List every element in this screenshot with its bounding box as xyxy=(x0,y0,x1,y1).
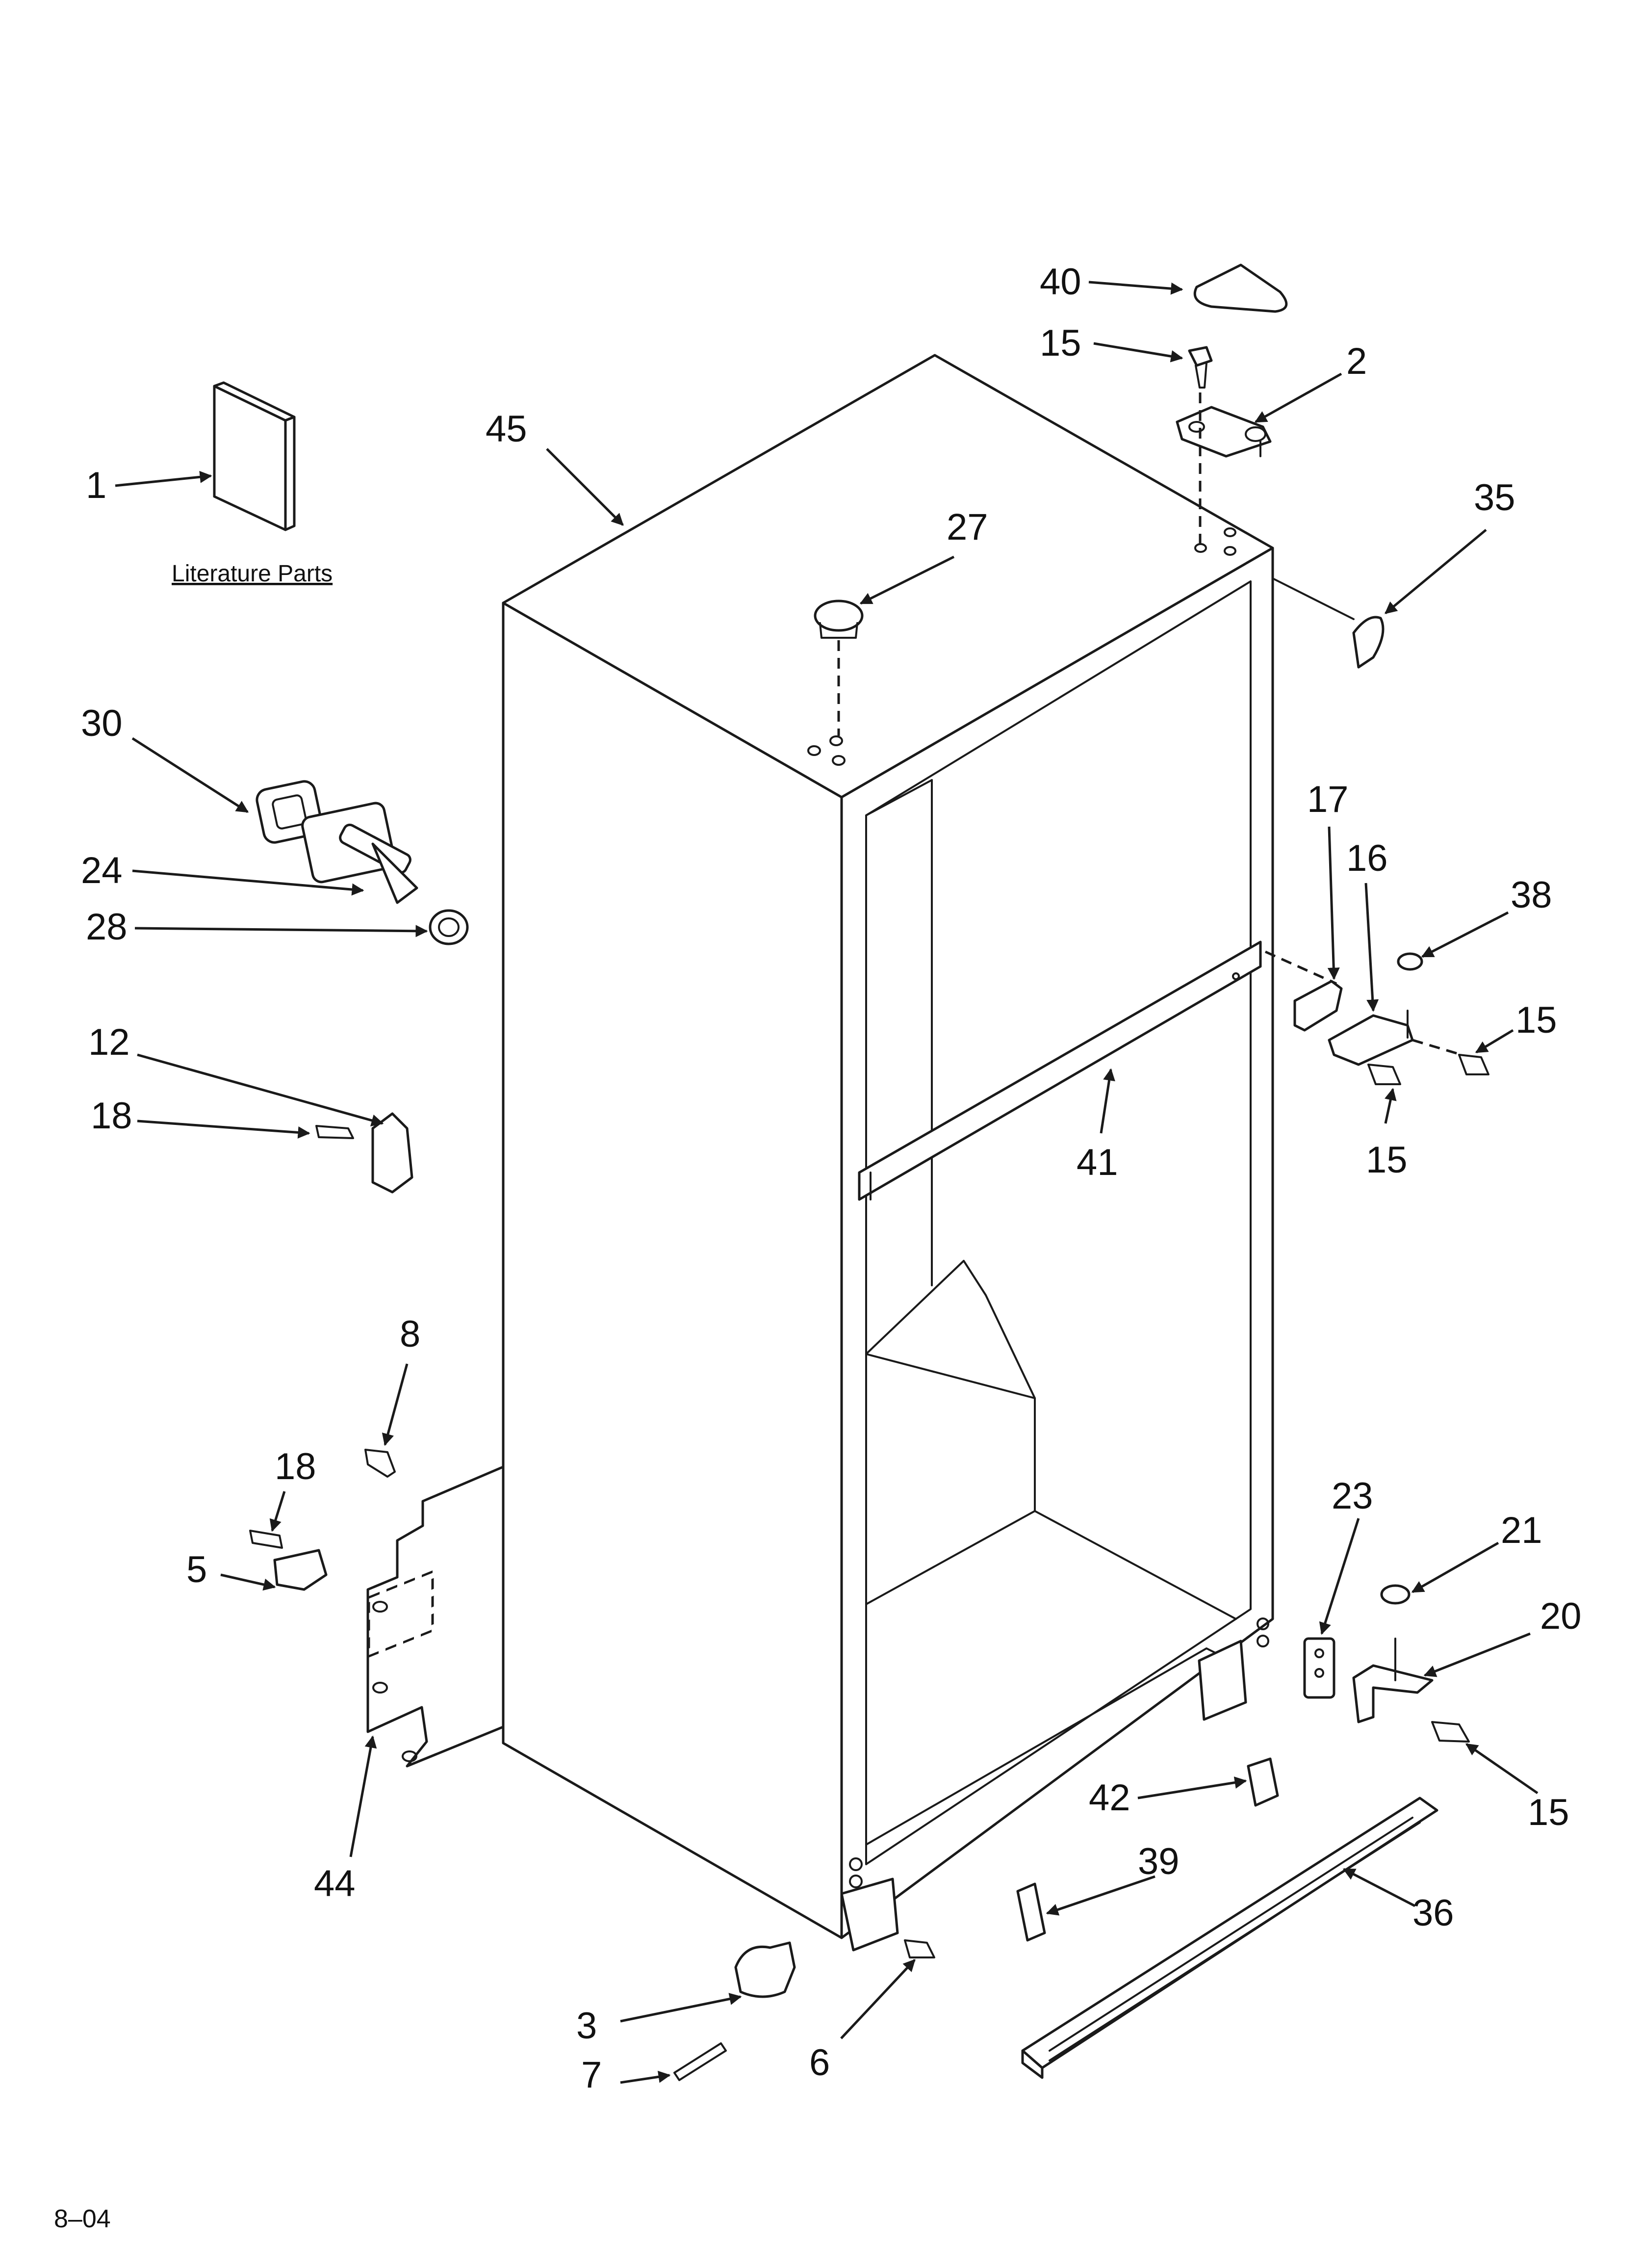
callout-38: 38 xyxy=(1511,874,1552,916)
callout-35: 35 xyxy=(1474,477,1515,519)
callout-6: 6 xyxy=(809,2042,830,2084)
callout-45: 45 xyxy=(486,408,527,450)
callout-44: 44 xyxy=(314,1863,356,1904)
screw-18-lower xyxy=(249,1530,283,1549)
plug-button-27 xyxy=(814,600,864,639)
leader-lines xyxy=(115,281,1539,2084)
callout-36: 36 xyxy=(1412,1892,1454,1934)
center-rail xyxy=(858,940,1262,1201)
callout-21: 21 xyxy=(1501,1510,1542,1551)
callout-15-bottom: 15 xyxy=(1528,1792,1569,1833)
callout-17: 17 xyxy=(1307,779,1349,820)
callout-15-mid-right: 15 xyxy=(1515,999,1557,1041)
callout-15-mid-lower: 15 xyxy=(1366,1139,1408,1181)
hinge-16 xyxy=(1328,1014,1414,1066)
cabinet xyxy=(502,354,1274,1952)
screw-8 xyxy=(364,1449,396,1478)
callout-2: 2 xyxy=(1346,340,1367,382)
bracket-17 xyxy=(1293,980,1343,1032)
literature-parts-label: Literature Parts xyxy=(172,561,333,587)
washer-38 xyxy=(1397,952,1423,971)
screw-18 xyxy=(315,1125,354,1139)
callout-30: 30 xyxy=(81,703,123,744)
page-code: 8–04 xyxy=(54,2205,111,2233)
hinge-cover-40 xyxy=(1193,263,1288,313)
literature-book xyxy=(213,381,296,531)
clip-5 xyxy=(273,1549,328,1591)
screw-6 xyxy=(904,1939,935,1958)
clip-39 xyxy=(1016,1882,1046,1942)
callout-12: 12 xyxy=(88,1021,130,1063)
callout-24: 24 xyxy=(81,850,123,891)
callout-20: 20 xyxy=(1540,1595,1582,1637)
screw-15-mid-lower xyxy=(1367,1064,1401,1085)
callout-18-lower: 18 xyxy=(275,1446,316,1487)
screw-15-bottom xyxy=(1431,1721,1470,1743)
callout-39: 39 xyxy=(1138,1841,1180,1882)
back-panel xyxy=(366,1465,505,1768)
callout-16: 16 xyxy=(1346,837,1388,879)
callout-8: 8 xyxy=(400,1313,420,1355)
screw-15-top xyxy=(1188,346,1213,389)
screw-15-mid-right xyxy=(1458,1054,1489,1075)
washer-21 xyxy=(1380,1584,1411,1605)
callout-28: 28 xyxy=(86,906,128,948)
callout-18-upper: 18 xyxy=(91,1095,132,1137)
callout-40: 40 xyxy=(1040,261,1081,303)
callout-42: 42 xyxy=(1089,1777,1130,1819)
callout-27: 27 xyxy=(947,506,988,548)
leveling-leg-3 xyxy=(734,1941,796,1998)
callout-1: 1 xyxy=(86,465,106,506)
shaft-24 xyxy=(301,802,418,904)
callout-41: 41 xyxy=(1077,1142,1118,1183)
clip-42 xyxy=(1247,1757,1279,1807)
bottom-hinge-20 xyxy=(1352,1638,1434,1723)
washer-28 xyxy=(429,909,469,945)
callout-labels: 1 45 40 15 2 35 27 30 24 28 12 18 17 16 … xyxy=(81,261,1582,2096)
callout-3: 3 xyxy=(576,2005,597,2047)
bracket-12 xyxy=(371,1112,413,1194)
callout-7: 7 xyxy=(581,2054,602,2096)
hinge-cap-35 xyxy=(1352,616,1385,669)
callout-5: 5 xyxy=(186,1549,207,1590)
callout-23: 23 xyxy=(1332,1475,1373,1517)
pin-7 xyxy=(673,2042,727,2081)
base-grille-36 xyxy=(1021,1797,1438,2079)
callout-15-top: 15 xyxy=(1040,322,1081,364)
top-hinge-2 xyxy=(1176,406,1272,458)
